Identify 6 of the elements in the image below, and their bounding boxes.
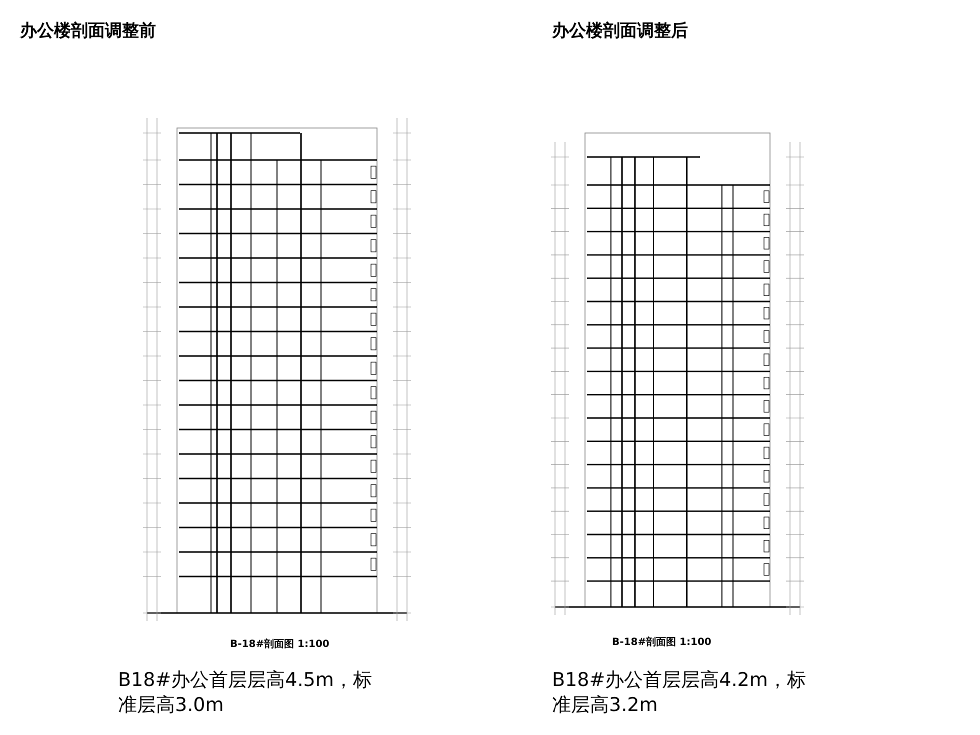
heading: 办公楼剖面调整前 — [20, 20, 157, 42]
note-text: B18#办公首层层高4.5m，标准层高3.0m — [118, 668, 373, 718]
note-text: B18#办公首层层高4.2m，标准层高3.2m — [552, 668, 807, 718]
heading: 办公楼剖面调整后 — [552, 20, 689, 42]
drawing-caption: B-18#剖面图 1:100 — [230, 638, 330, 651]
drawing-caption: B-18#剖面图 1:100 — [612, 636, 712, 649]
